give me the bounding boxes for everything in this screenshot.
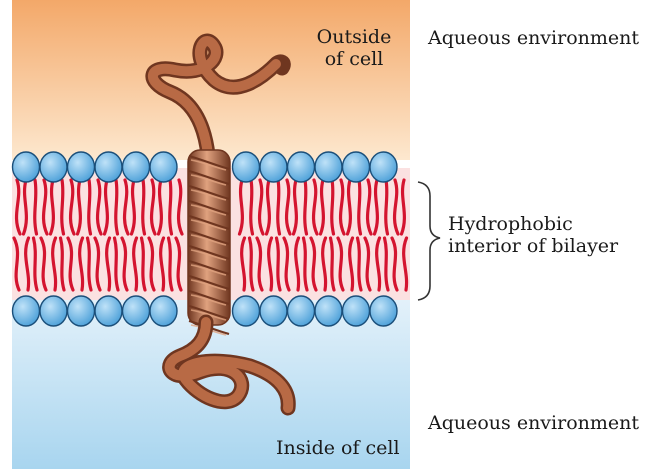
lipid-head-inner <box>343 296 370 326</box>
lipid-head-outer <box>343 152 370 182</box>
lipid-head-inner <box>233 296 260 326</box>
outside-cell-label-line2: of cell <box>316 48 392 70</box>
hydrophobic-label-line2: interior of bilayer <box>448 235 618 257</box>
lipid-head-outer <box>40 152 67 182</box>
lipid-head-inner <box>260 296 287 326</box>
lipid-tail-outer <box>62 180 64 234</box>
inside-cell-label: Inside of cell <box>276 437 400 459</box>
lipid-head-outer <box>260 152 287 182</box>
lipid-head-outer <box>13 152 40 182</box>
aqueous-environment-top-label: Aqueous environment <box>428 27 639 49</box>
lipid-head-outer <box>233 152 260 182</box>
lipid-tail-outer <box>278 180 280 234</box>
lipid-tail-outer <box>359 180 361 234</box>
lipid-head-inner <box>13 296 40 326</box>
lipid-head-outer <box>68 152 95 182</box>
lipid-tail-outer <box>35 180 37 234</box>
outside-cell-label: Outside of cell <box>316 26 392 70</box>
lipid-head-outer <box>288 152 315 182</box>
lipid-tail-outer <box>251 180 253 234</box>
lipid-head-inner <box>123 296 150 326</box>
bilayer-brace-icon <box>418 182 440 300</box>
hydrophobic-label-line1: Hydrophobic <box>448 213 618 235</box>
lipid-head-inner <box>40 296 67 326</box>
lipid-head-inner <box>68 296 95 326</box>
lipid-tail-outer <box>89 180 91 234</box>
lipid-tail-outer <box>143 180 145 234</box>
lipid-head-inner <box>150 296 177 326</box>
lipid-head-inner <box>95 296 122 326</box>
lipid-head-inner <box>315 296 342 326</box>
lipid-head-outer <box>95 152 122 182</box>
lipid-head-outer <box>123 152 150 182</box>
lipid-head-inner <box>288 296 315 326</box>
lipid-tail-outer <box>116 180 118 234</box>
lipid-head-outer <box>315 152 342 182</box>
lipid-tail-outer <box>386 180 388 234</box>
lipid-tail-outer <box>332 180 334 234</box>
outside-cell-label-line1: Outside <box>316 26 392 48</box>
lipid-tail-outer <box>170 180 172 234</box>
lipid-head-outer <box>150 152 177 182</box>
aqueous-environment-bottom-label: Aqueous environment <box>428 412 639 434</box>
lipid-head-inner <box>370 296 397 326</box>
lipid-head-outer <box>370 152 397 182</box>
lipid-tail-outer <box>305 180 307 234</box>
hydrophobic-interior-label: Hydrophobic interior of bilayer <box>448 213 618 257</box>
